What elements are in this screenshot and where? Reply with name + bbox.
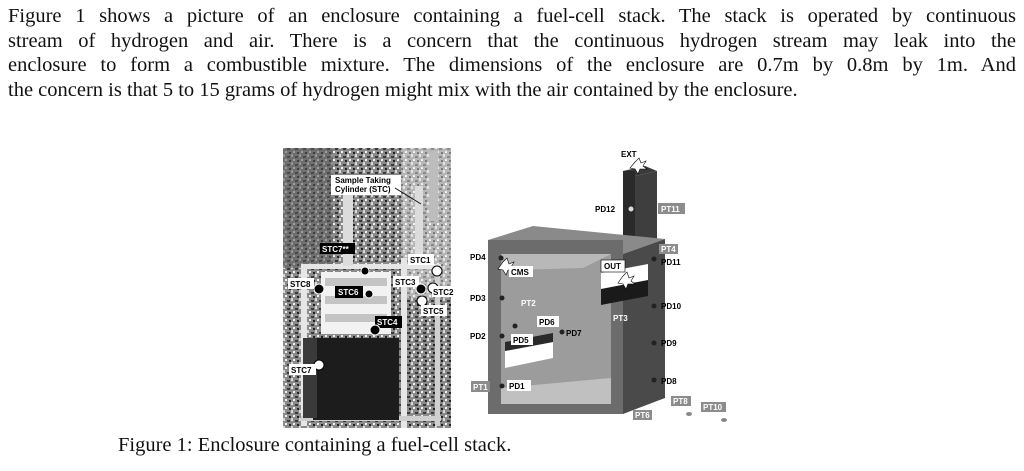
label-stc4: STC4 <box>377 318 398 327</box>
label-pt1: PT1 <box>473 383 488 392</box>
label-pt10: PT10 <box>703 403 723 412</box>
figure-caption: Figure 1: Enclosure containing a fuel-ce… <box>118 434 512 456</box>
label-cms: CMS <box>511 268 529 277</box>
figure-1: Sample Taking Cylinder (STC) STC7** STC1… <box>283 146 740 428</box>
label-pt2: PT2 <box>521 299 536 308</box>
label-pd1: PD1 <box>509 382 525 391</box>
label-pd10: PD10 <box>661 302 682 311</box>
label-pd12: PD12 <box>595 205 616 214</box>
label-pd9: PD9 <box>661 339 677 348</box>
paragraph-line: the concern is that 5 to 15 grams of hyd… <box>8 78 798 101</box>
label-pd7: PD7 <box>566 329 582 338</box>
paragraph-line: Figure 1 shows a picture of an enclosure… <box>8 5 1016 27</box>
label-pd8: PD8 <box>661 377 677 386</box>
paragraph-line: stream of hydrogen and air. There is a c… <box>8 29 1016 52</box>
label-out: OUT <box>604 262 621 271</box>
label-stc2: STC2 <box>433 288 454 297</box>
label-pt11: PT11 <box>661 205 680 214</box>
label-pt6: PT6 <box>635 411 650 420</box>
label-ext: EXT <box>621 150 637 159</box>
label-pd2: PD2 <box>470 332 486 341</box>
label-stc5: STC5 <box>423 307 444 316</box>
label-pd4: PD4 <box>470 253 486 262</box>
label-pd6: PD6 <box>539 318 555 327</box>
label-stc7: STC7 <box>291 366 312 375</box>
label-pt3: PT3 <box>613 314 628 323</box>
paragraph-line: enclosure to form a combustible mixture.… <box>8 54 1016 77</box>
label-stc8: STC8 <box>290 280 311 289</box>
label-pd5: PD5 <box>513 336 529 345</box>
label-stc1: STC1 <box>410 256 431 265</box>
label-stc7-star: STC7** <box>322 245 350 254</box>
body-paragraph: Figure 1 shows a picture of an enclosure… <box>8 4 1016 102</box>
label-stc3: STC3 <box>395 278 416 287</box>
stc-callout-line1: Sample Taking <box>335 176 391 185</box>
enclosure-diagram: EXT PD12 PT11 PT4 PD11 PD4 CMS OUT PD3 P… <box>470 150 727 422</box>
label-stc6: STC6 <box>338 288 359 297</box>
label-pt4: PT4 <box>661 245 676 254</box>
figure-1-graphic: Sample Taking Cylinder (STC) STC7** STC1… <box>283 148 727 428</box>
label-pt8: PT8 <box>673 397 688 406</box>
label-pd3: PD3 <box>470 294 486 303</box>
label-pd11: PD11 <box>661 258 681 267</box>
enclosure-photo: Sample Taking Cylinder (STC) STC7** STC1… <box>283 148 458 428</box>
stc-callout-line2: Cylinder (STC) <box>335 185 391 194</box>
